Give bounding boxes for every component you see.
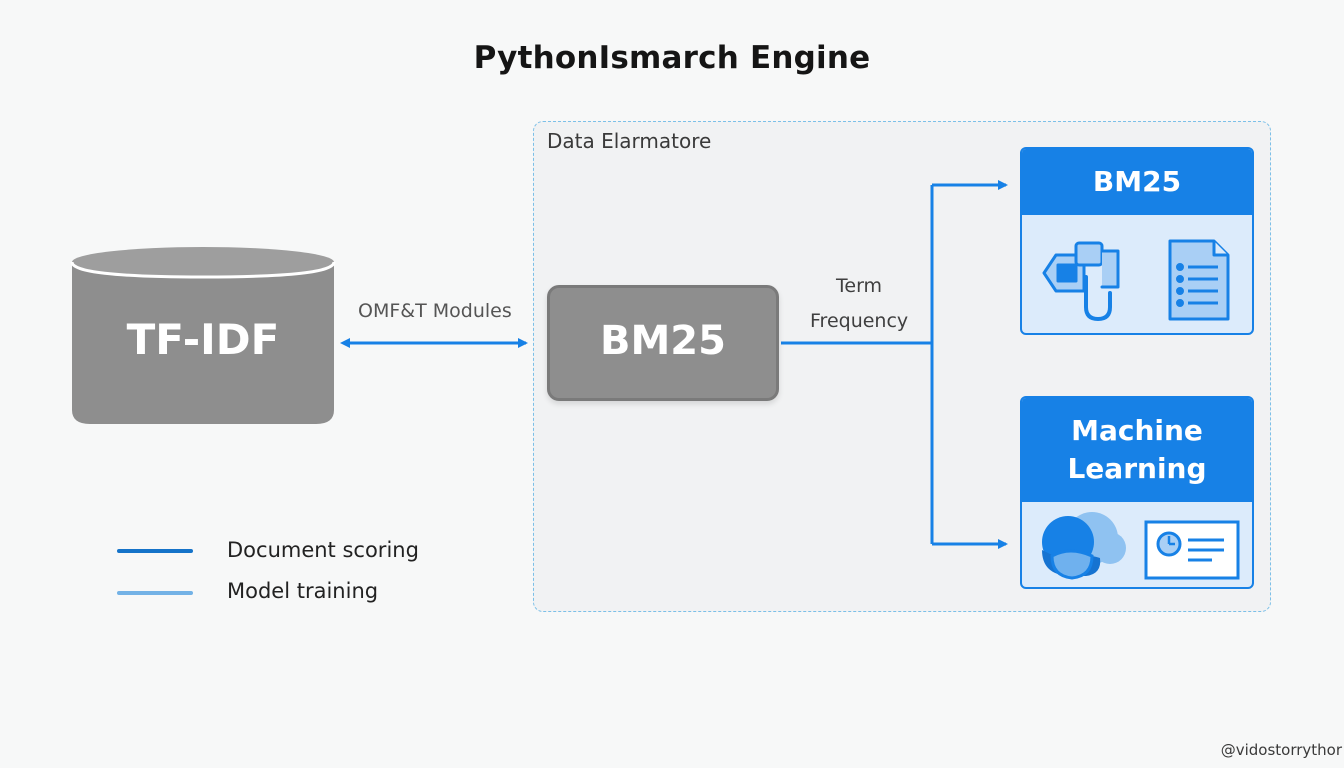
machine-learning-title-line2: Learning [1067, 452, 1207, 485]
machine-learning-card-header: Machine Learning [1022, 398, 1252, 502]
presentation-icon [1144, 520, 1240, 580]
page-title: PythonIsmarch Engine [473, 40, 871, 76]
machine-learning-title-line1: Machine [1071, 414, 1203, 447]
legend-line-document-scoring [117, 549, 193, 553]
document-icon [1168, 239, 1230, 321]
cluster-label: Data Elarmatore [547, 129, 712, 153]
bm25-card-title: BM25 [1092, 165, 1182, 198]
legend-line-model-training [117, 591, 193, 595]
bm25-node [547, 285, 779, 401]
machine-learning-card: Machine Learning [1020, 396, 1254, 589]
watermark-text: @vidostorrythor [1220, 741, 1342, 759]
database-node [70, 247, 336, 424]
legend-label-document-scoring: Document scoring [227, 538, 419, 562]
bm25-card-header: BM25 [1022, 149, 1252, 215]
database-label: TF-IDF [126, 315, 280, 364]
legend-label-model-training: Model training [227, 579, 379, 603]
connector-icon [1042, 241, 1120, 321]
term-label-line2: Frequency [810, 310, 909, 332]
machine-learning-card-icons [1042, 512, 1240, 580]
modules-edge-label: OMF&T Modules [358, 300, 512, 322]
bm25-card-icons [1042, 239, 1230, 321]
term-frequency-edge [781, 180, 1008, 549]
cloud-icon [1042, 512, 1126, 580]
term-label-line1: Term [836, 275, 883, 297]
bm25-card: BM25 [1020, 147, 1254, 335]
bm25-node-label: BM25 [600, 318, 726, 364]
